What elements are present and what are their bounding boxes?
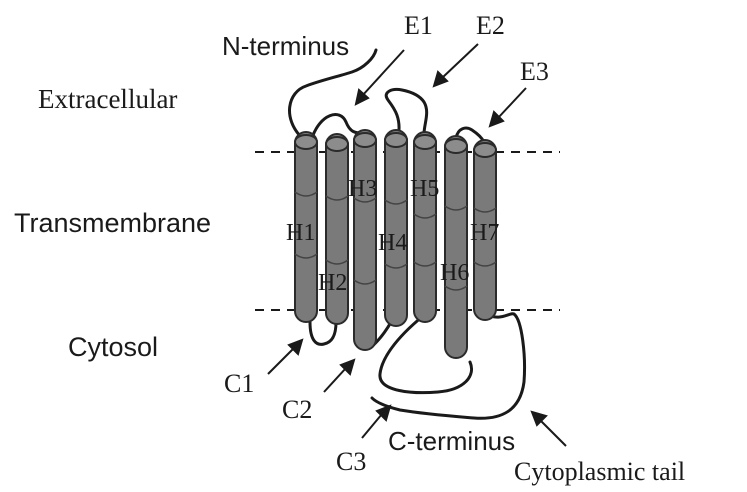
helix-label-h6: H6 (440, 260, 469, 286)
helix-label-h4: H4 (378, 230, 407, 256)
n-terminus-label: N-terminus (222, 31, 349, 61)
helix-label-h5: H5 (410, 176, 439, 202)
c2-label: C2 (282, 395, 312, 424)
helix-label-h7: H7 (470, 220, 499, 246)
c-terminus-label: C-terminus (388, 426, 515, 456)
cytoplasmic-tail-label: Cytoplasmic tail (514, 457, 685, 486)
helix-h6 (445, 136, 467, 358)
region-extracellular-label: Extracellular (38, 84, 177, 114)
helix-label-h3: H3 (348, 176, 377, 202)
e1-label: E1 (404, 11, 433, 40)
e2-label: E2 (476, 11, 505, 40)
c1-label: C1 (224, 369, 254, 398)
region-cytosol-label: Cytosol (68, 332, 158, 362)
region-transmembrane-label: Transmembrane (14, 208, 211, 238)
arrow-e2 (434, 44, 478, 86)
helix-h4 (385, 130, 407, 326)
arrow-c1 (268, 340, 302, 374)
arrow-cytoplasmic-tail (532, 412, 566, 446)
arrow-c2 (324, 360, 354, 392)
helix-h3 (354, 130, 376, 350)
arrow-e3 (490, 88, 526, 126)
c1-loop (310, 322, 336, 344)
e3-label: E3 (520, 57, 549, 86)
arrow-e1 (356, 50, 404, 104)
c3-label: C3 (336, 447, 366, 476)
helix-label-h1: H1 (286, 220, 315, 246)
helix-h5 (414, 132, 436, 322)
helix-label-h2: H2 (318, 270, 347, 296)
arrow-c3 (362, 406, 390, 438)
